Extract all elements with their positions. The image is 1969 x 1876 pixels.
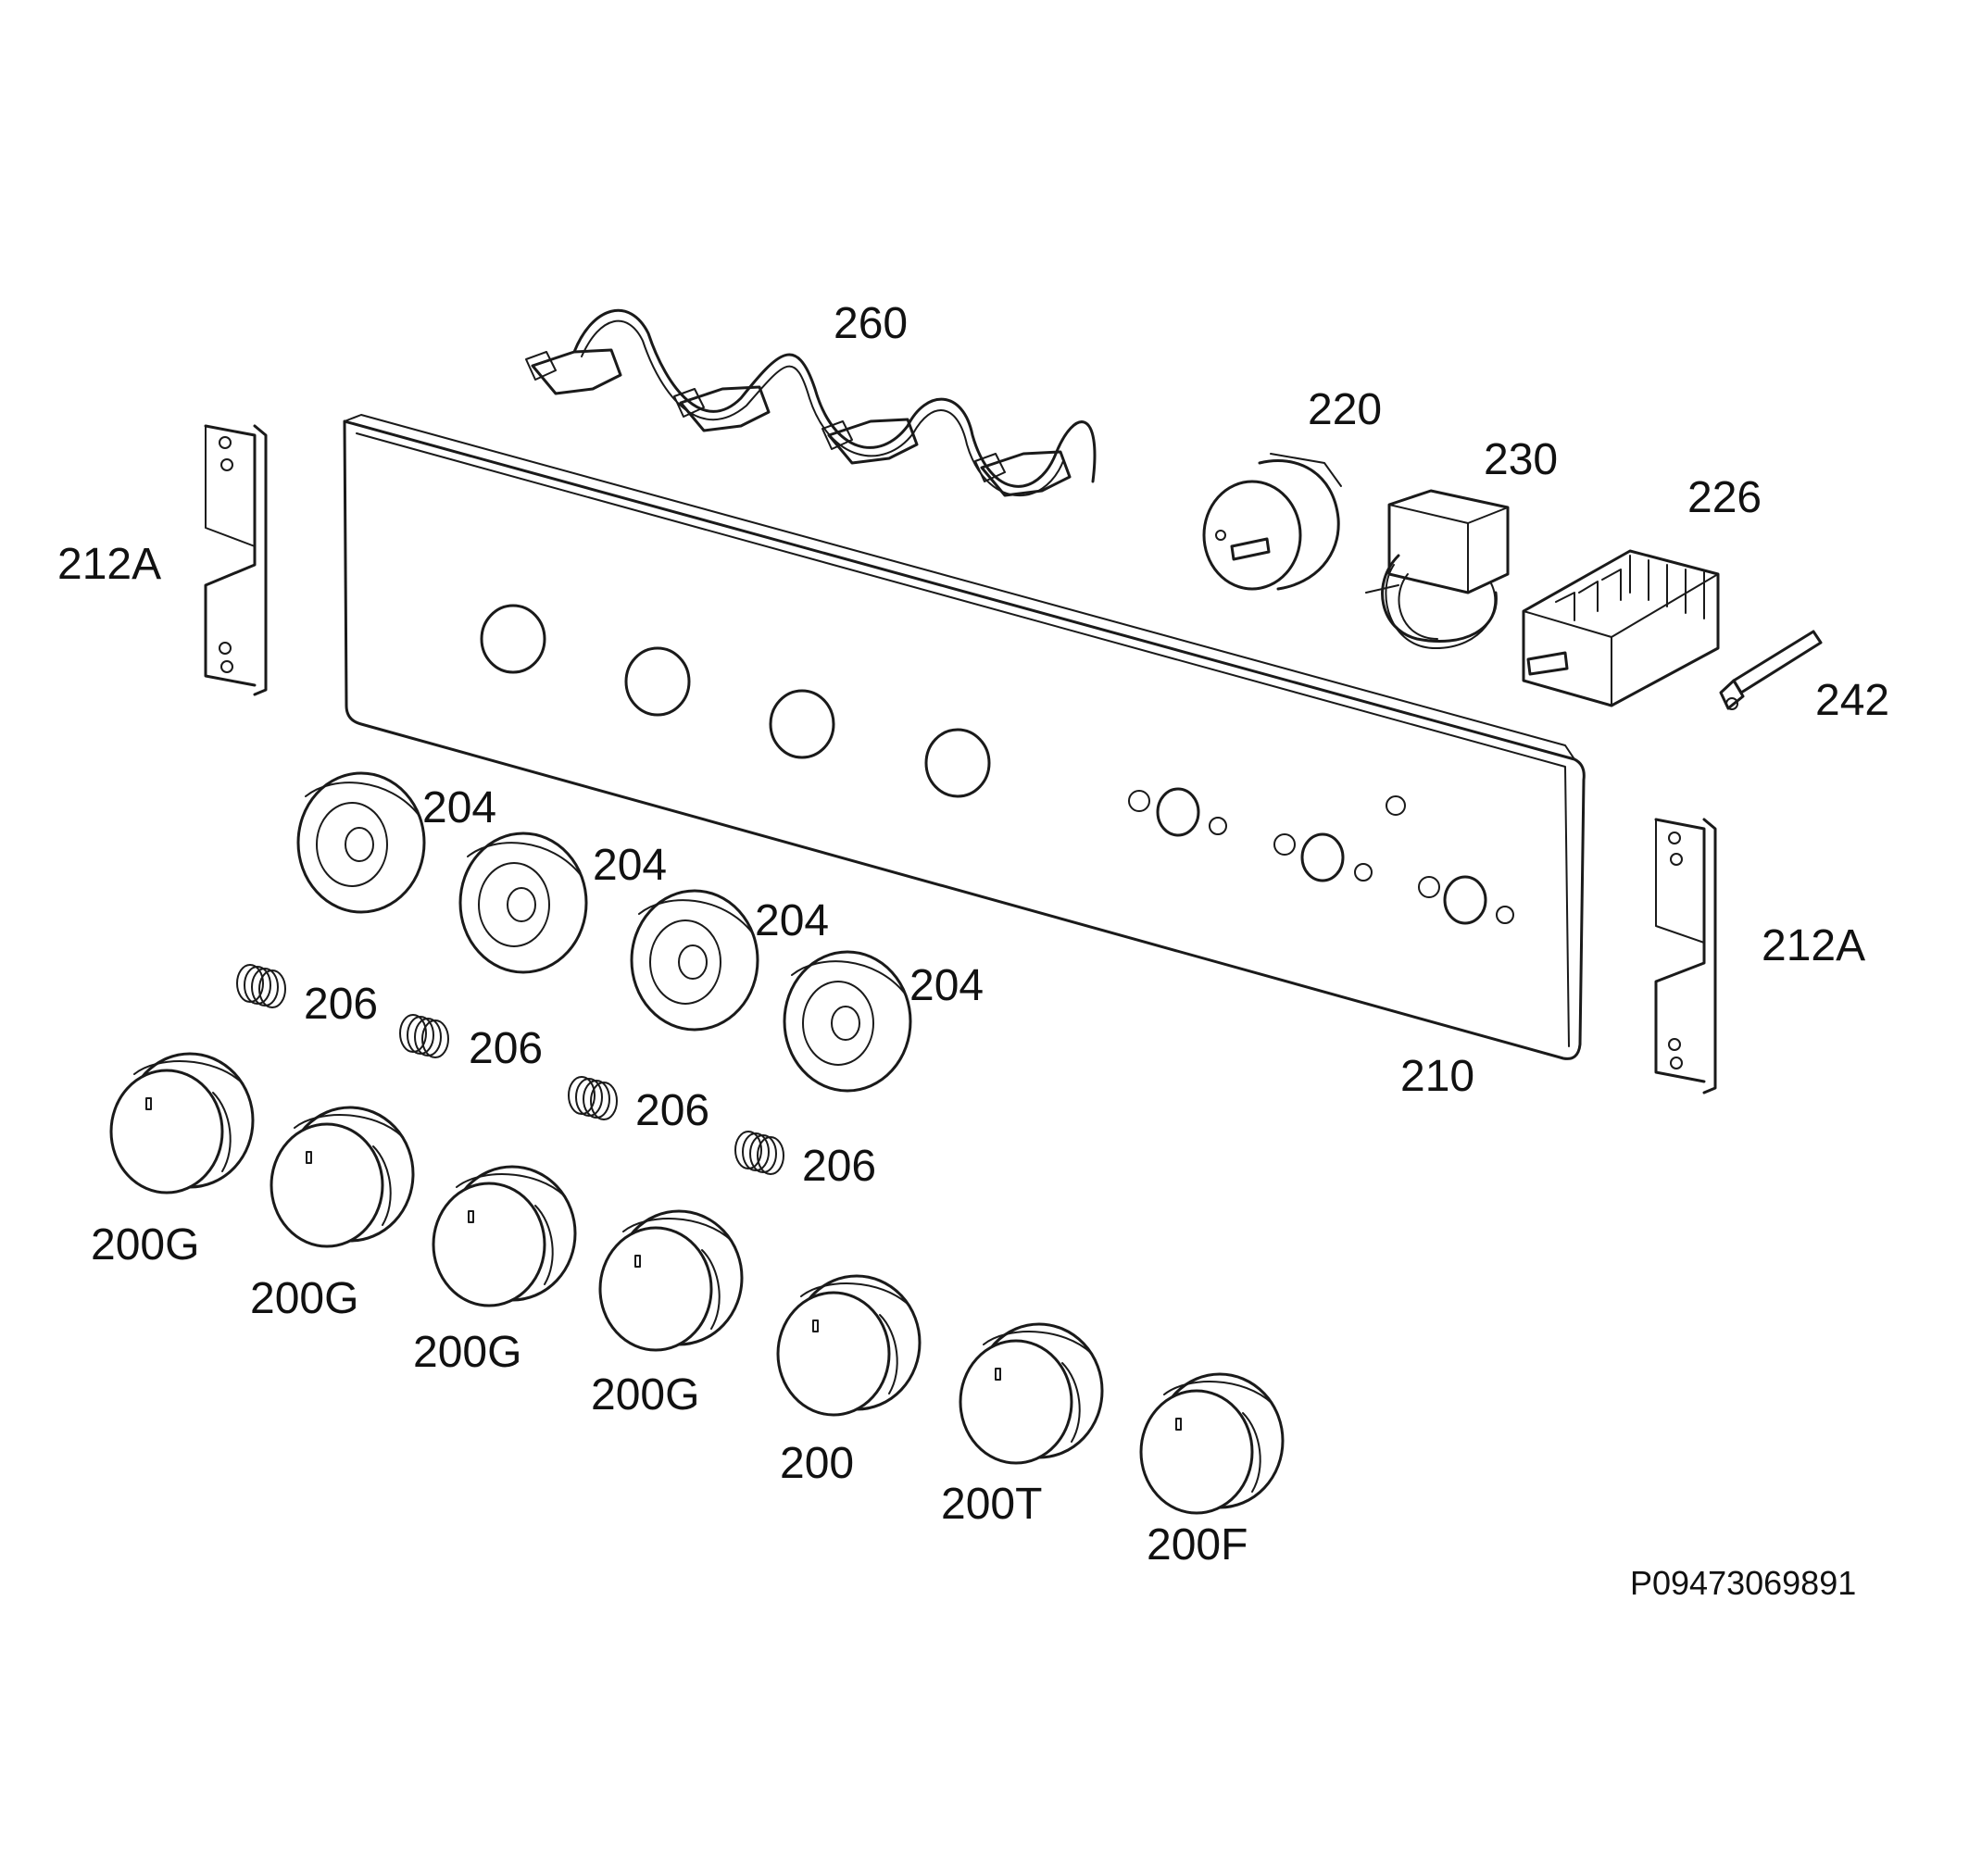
thermocouple-242 [1719, 630, 1823, 710]
knob-200 [776, 1274, 922, 1417]
label-242: 242 [1815, 676, 1889, 725]
label-206-4: 206 [802, 1142, 876, 1191]
igniter-switch-4 [974, 450, 1072, 497]
label-210: 210 [1400, 1052, 1474, 1101]
bezel-204-3 [630, 889, 759, 1032]
label-200: 200 [780, 1439, 854, 1488]
knob-200g-2 [270, 1106, 415, 1248]
selector-switch-226 [1522, 549, 1720, 707]
knob-200t [959, 1322, 1104, 1465]
bracket-212a-left [204, 424, 268, 696]
label-212a-right: 212A [1762, 921, 1865, 970]
label-200g-1: 200G [91, 1220, 199, 1269]
ignition-harness-260 [525, 308, 1097, 497]
label-212a-left: 212A [57, 540, 161, 589]
thermostat-230 [1365, 489, 1510, 649]
knob-200g-1 [109, 1052, 255, 1194]
bracket-212a-right [1654, 818, 1717, 1094]
knob-200g-4 [598, 1209, 744, 1352]
knob-200f [1139, 1372, 1285, 1515]
label-204-3: 204 [755, 896, 829, 945]
label-226: 226 [1687, 473, 1762, 522]
igniter-switch-2 [673, 385, 771, 432]
bezel-204-1 [296, 771, 426, 914]
label-204-2: 204 [593, 841, 667, 890]
label-206-1: 206 [304, 980, 378, 1029]
label-220: 220 [1308, 385, 1382, 434]
drawing-code: P09473069891 [1630, 1564, 1856, 1602]
label-200t: 200T [941, 1480, 1042, 1529]
spring-206-4 [734, 1131, 784, 1175]
label-200g-4: 200G [591, 1370, 699, 1420]
label-200f: 200F [1147, 1520, 1248, 1570]
spring-206-3 [568, 1076, 618, 1120]
label-206-3: 206 [635, 1086, 709, 1135]
label-204-1: 204 [422, 783, 496, 832]
label-200g-2: 200G [250, 1274, 358, 1323]
bezel-204-2 [458, 832, 588, 974]
spring-206-1 [236, 964, 286, 1008]
control-panel-210 [343, 414, 1586, 1060]
knob-200g-3 [432, 1165, 577, 1307]
label-230: 230 [1484, 435, 1558, 484]
label-206-2: 206 [469, 1024, 543, 1073]
bezel-204-4 [783, 950, 912, 1093]
igniter-switch-3 [821, 418, 919, 465]
label-204-4: 204 [909, 961, 984, 1010]
label-260: 260 [834, 299, 908, 348]
label-200g-3: 200G [413, 1328, 521, 1377]
timer-220 [1202, 453, 1342, 591]
spring-206-2 [399, 1014, 449, 1058]
igniter-switch-1 [525, 348, 622, 395]
